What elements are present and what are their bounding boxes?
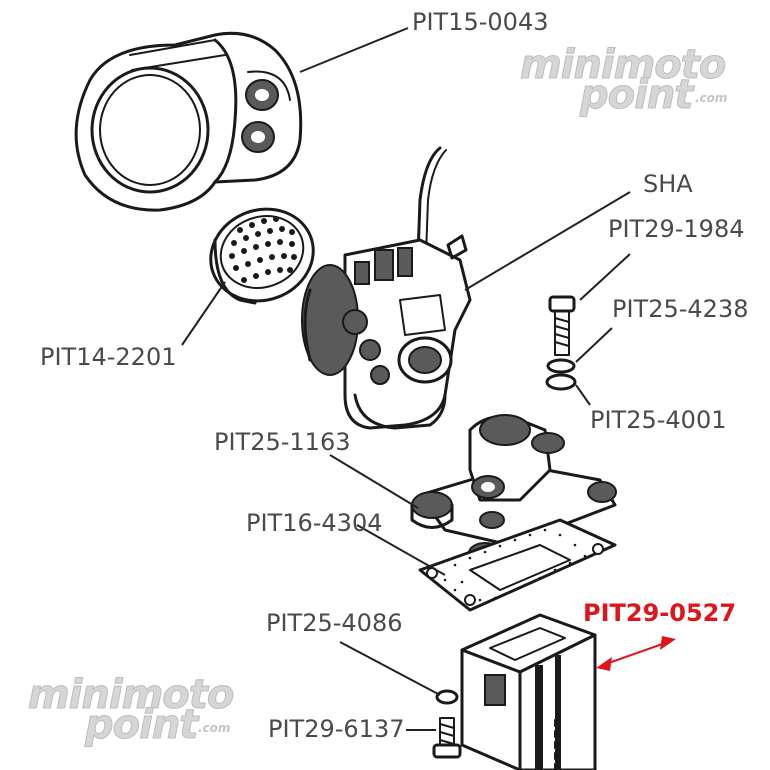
watermark-brand-bottom: point — [579, 72, 695, 118]
watermark-brand-top: minimoto — [28, 672, 234, 718]
label-pit25-4086: PIT25-4086 — [266, 609, 403, 637]
label-pit29-6137: PIT29-6137 — [268, 715, 405, 743]
watermark-brand-top: minimoto — [520, 42, 726, 88]
label-pit25-4238: PIT25-4238 — [612, 295, 749, 323]
reed-block-drawing — [460, 613, 597, 770]
watermark-brand-bottom: point — [84, 702, 200, 748]
watermark-top-right: minimoto point .com — [520, 42, 728, 119]
part-labels: PIT15-0043 SHA PIT29-1984 PIT25-4238 PIT… — [40, 8, 749, 743]
air-filter-housing-drawing — [74, 31, 303, 212]
label-pit29-1984: PIT29-1984 — [608, 215, 745, 243]
watermark-brand-suffix: .com — [198, 721, 230, 735]
carburettor-drawing — [301, 146, 472, 430]
label-pit25-4001: PIT25-4001 — [590, 406, 727, 434]
screw-and-washer-drawing — [432, 689, 462, 759]
label-pit29-0527: PIT29-0527 — [583, 599, 736, 627]
foam-filter-drawing — [209, 207, 315, 305]
gasket-drawing — [418, 518, 617, 612]
watermark-brand-suffix: .com — [695, 91, 727, 105]
leader-lines — [181, 27, 676, 731]
bolt-and-washers-drawing — [545, 295, 577, 391]
watermark-bottom-left: minimoto point .com — [28, 672, 236, 749]
label-pit16-4304: PIT16-4304 — [246, 509, 383, 537]
intake-manifold-drawing — [410, 414, 617, 564]
arrow-head-left — [596, 657, 612, 671]
arrow-head-right — [660, 636, 676, 650]
label-pit25-1163: PIT25-1163 — [214, 428, 351, 456]
label-sha: SHA — [643, 170, 693, 198]
label-pit15-0043: PIT15-0043 — [412, 8, 549, 36]
label-pit14-2201: PIT14-2201 — [40, 343, 177, 371]
